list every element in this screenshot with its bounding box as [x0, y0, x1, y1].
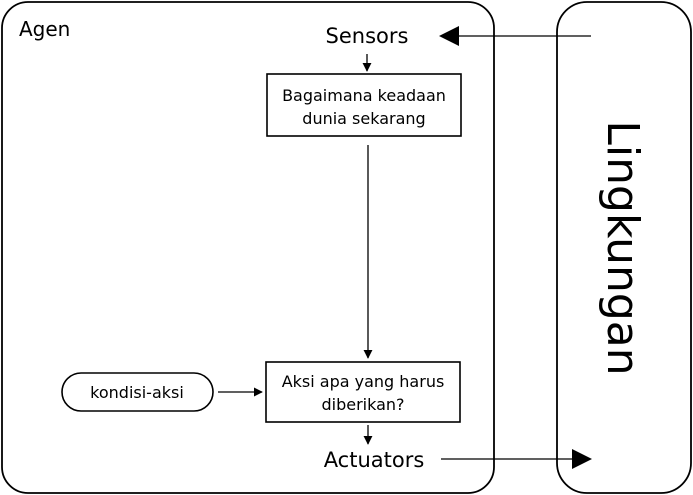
action-box-line1: Aksi apa yang harus — [282, 372, 445, 391]
state-box — [266, 73, 462, 137]
rules-pill — [61, 372, 214, 412]
state-box-line1: Bagaimana keadaan — [282, 86, 446, 105]
environment-frame — [556, 1, 692, 494]
action-box-line2: diberikan? — [321, 395, 404, 414]
agent-label: Agen — [19, 17, 70, 41]
state-box-line2: dunia sekarang — [302, 109, 425, 128]
percept-arrowhead — [439, 26, 459, 46]
action-output-arrowhead — [572, 449, 592, 469]
rules-label: kondisi-aksi — [90, 383, 184, 402]
environment-label: Lingkungan — [597, 120, 648, 375]
actuators-label: Actuators — [324, 448, 425, 472]
action-box — [265, 361, 461, 423]
agent-frame — [1, 1, 495, 494]
sensors-label: Sensors — [326, 24, 409, 48]
